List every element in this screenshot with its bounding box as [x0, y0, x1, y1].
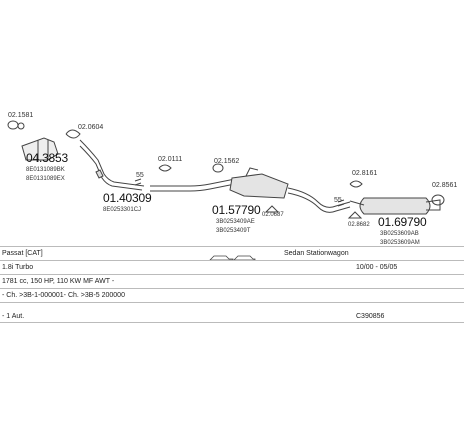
hanger-mount-4	[347, 211, 363, 219]
exhaust-drawing	[7, 120, 445, 219]
years-cell: 10/00 - 05/05	[356, 264, 398, 271]
code-cell: C390856	[356, 313, 385, 320]
part-8-number: 02.0687	[262, 212, 284, 218]
table-row: 1.8i Turbo 10/00 - 05/05	[0, 260, 464, 275]
part-7-ref-2: 3B0253409T	[216, 228, 251, 234]
center-silencer	[229, 173, 289, 199]
part-1-number: 02.1581	[8, 112, 34, 119]
gasket-2	[65, 129, 81, 139]
part-12-number: 01.69790	[378, 215, 427, 229]
table-row: - Ch. >3B-1-000001- Ch. >3B-5 200000	[0, 288, 464, 303]
engine-cell: 1.8i Turbo	[2, 264, 34, 271]
part-3-number: 04.3853	[26, 151, 68, 165]
part-3-ref-2: 8E0131089EX	[26, 176, 65, 182]
table-row: - 1 Aut. C390856	[0, 302, 464, 323]
clamp-left-number: 55	[136, 172, 144, 179]
hanger-mount-1	[158, 164, 172, 172]
part-3-ref-1: 8E0131089BK	[26, 167, 65, 173]
part-7-number: 01.57790	[212, 203, 261, 217]
part-5-number: 01.40309	[103, 191, 152, 205]
clamp-right-number: 55	[334, 197, 342, 204]
part-6-number: 02.1562	[214, 158, 240, 165]
rubber-mount-1	[7, 120, 19, 130]
hanger-mount-2	[264, 205, 280, 213]
front-pipe	[79, 139, 145, 187]
part-12-ref-2: 3B0253609AM	[380, 240, 420, 246]
table-row: 1781 cc, 150 HP, 110 KW MF AWT -	[0, 274, 464, 289]
table-bottom-border	[0, 322, 464, 323]
part-12-ref-1: 3B0253609AB	[380, 231, 419, 237]
chassis-cell: - Ch. >3B-1-000001- Ch. >3B-5 200000	[2, 292, 125, 299]
rear-silencer	[359, 197, 431, 215]
part-11-number: 02.8682	[348, 222, 370, 228]
part-2-number: 02.0604	[78, 124, 104, 131]
part-4-number: 02.0111	[158, 156, 183, 163]
catalyst	[21, 137, 59, 161]
rubber-mount-2	[212, 163, 224, 173]
part-7-ref-1: 3B0253409AE	[216, 219, 255, 225]
specs-cell: 1781 cc, 150 HP, 110 KW MF AWT -	[2, 278, 115, 285]
hanger-mount-3	[349, 180, 363, 188]
rubber-mount-3	[431, 194, 445, 206]
part-5-ref: 8E0253301CJ	[103, 207, 142, 213]
model-cell: Passat [CAT]	[2, 250, 43, 257]
transmission-cell: - 1 Aut.	[2, 313, 25, 320]
rear-pipe-connector	[287, 187, 351, 208]
middle-pipe	[150, 177, 241, 187]
part-10-number: 02.8561	[432, 182, 458, 189]
table-row: Passat [CAT] Sedan Stationwagon	[0, 246, 464, 261]
body-type-cell: Sedan Stationwagon	[284, 250, 349, 257]
part-9-number: 02.8161	[352, 170, 378, 177]
exhaust-system-diagram: 02.1581 02.0604 04.3853 8E0131089BK 8E01…	[7, 112, 458, 246]
